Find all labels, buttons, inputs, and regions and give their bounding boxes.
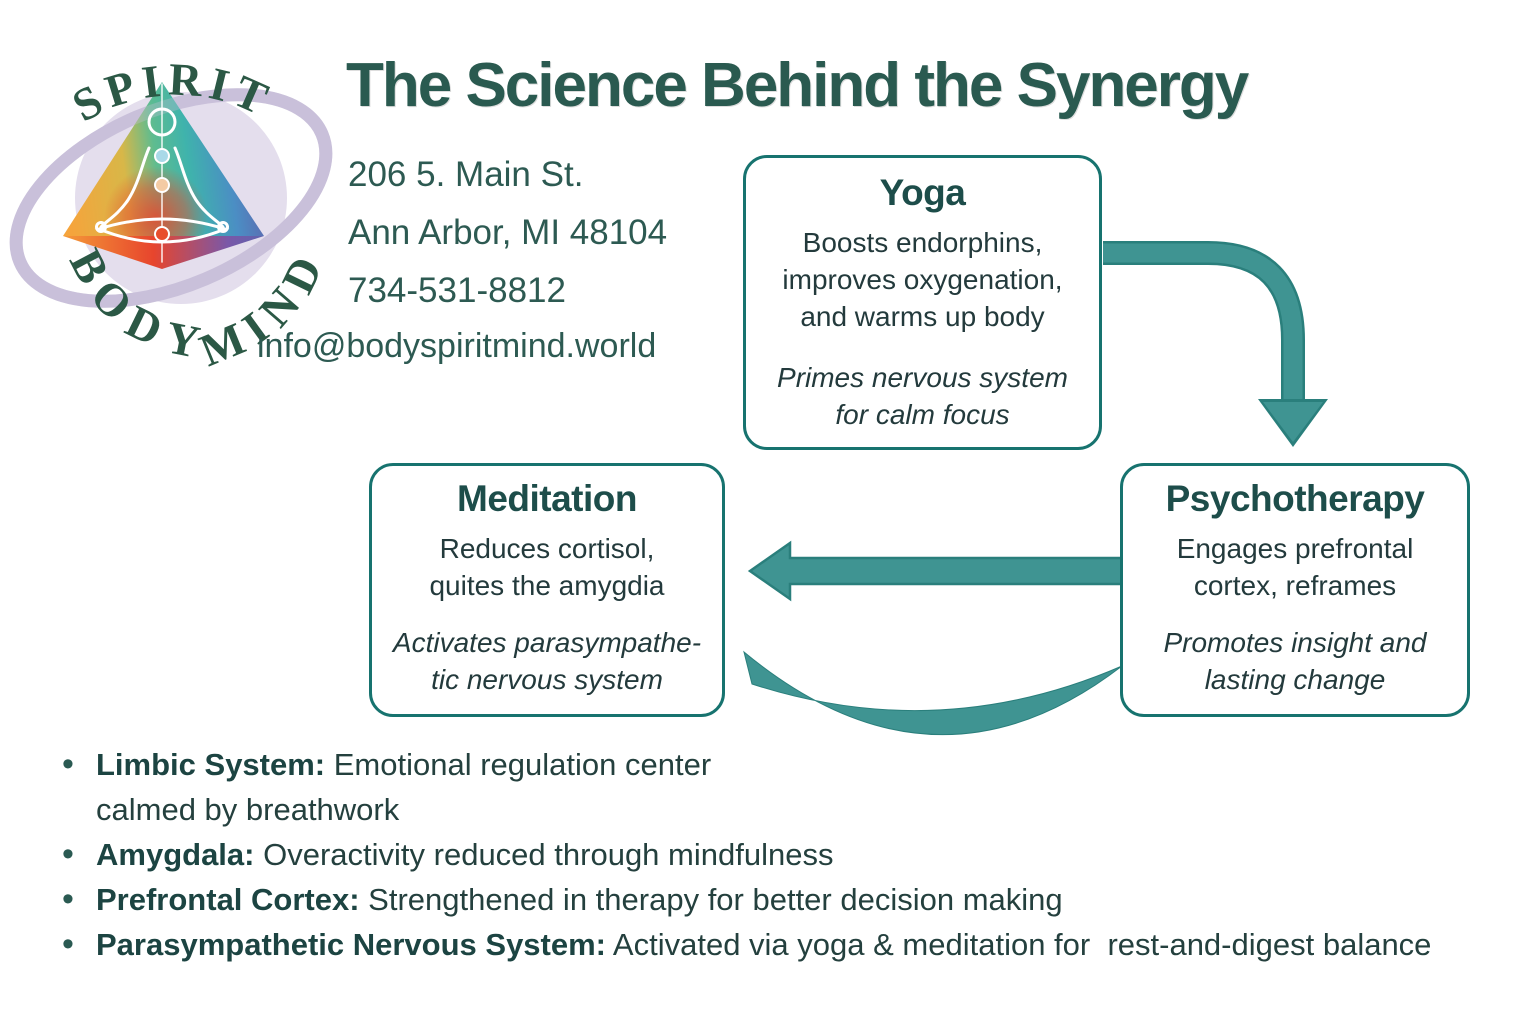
bullet-text: Overactivity reduced through mindfulness (263, 837, 834, 872)
bullet-text: Activated via yoga & meditation for rest… (612, 927, 1432, 962)
bullet-item-limbic: Limbic System: Emotional regulation cent… (58, 742, 1526, 832)
arc-meditation-psychotherapy-icon (743, 650, 1123, 736)
page-title: The Science Behind the Synergy (346, 51, 1249, 120)
contact-email: info@bodyspiritmind.world (257, 327, 657, 365)
meditating-figure-icon (94, 83, 230, 263)
node-yoga: Yoga Boosts endorphins, improves oxygena… (743, 155, 1102, 450)
node-psychotherapy-title: Psychotherapy (1165, 478, 1425, 519)
chakra-dot-heart (154, 148, 170, 164)
node-psychotherapy-note: Promotes insight and lasting change (1163, 627, 1427, 695)
bullet-text: Emotional regulation center calmed by br… (96, 747, 712, 827)
bullet-label: Prefrontal Cortex: (96, 882, 360, 917)
bullet-item-prefrontal: Prefrontal Cortex: Strengthened in thera… (58, 877, 1526, 922)
node-meditation-note: Activates parasympathe- tic nervous syst… (392, 627, 702, 695)
bullet-text: Strengthened in therapy for better decis… (368, 882, 1063, 917)
bullet-label: Parasympathetic Nervous System: (96, 927, 607, 962)
bullet-item-parasympathetic: Parasympathetic Nervous System: Activate… (58, 922, 1526, 967)
chakra-dot-solar (154, 177, 170, 193)
node-psychotherapy-body: Engages prefrontal cortex, reframes (1176, 533, 1414, 601)
bullet-label: Limbic System: (96, 747, 326, 782)
contact-phone: 734-531-8812 (348, 271, 566, 310)
arrow-yoga-to-psychotherapy-icon (1103, 241, 1328, 447)
brain-facts-list: Limbic System: Emotional regulation cent… (58, 742, 1526, 967)
bullet-label: Amygdala: (96, 837, 255, 872)
address-line-2: Ann Arbor, MI 48104 (348, 213, 668, 252)
contact-block: 206 5. Main St. Ann Arbor, MI 48104 734-… (348, 146, 667, 320)
arrow-psychotherapy-to-meditation-icon (747, 540, 1124, 602)
bullet-item-amygdala: Amygdala: Overactivity reduced through m… (58, 832, 1526, 877)
chakra-dot-root (154, 226, 170, 242)
node-meditation: Meditation Reduces cortisol, quites the … (369, 463, 725, 717)
node-yoga-title: Yoga (879, 172, 966, 213)
address-line-1: 206 5. Main St. (348, 155, 584, 194)
orbit-swoosh-front-icon (9, 88, 333, 308)
node-yoga-note: Primes nervous system for calm focus (777, 362, 1068, 430)
node-yoga-body: Boosts endorphins, improves oxygenation,… (782, 227, 1063, 332)
node-meditation-body: Reduces cortisol, quites the amygdia (429, 533, 665, 601)
orbit-swoosh-icon (9, 88, 333, 308)
node-psychotherapy: Psychotherapy Engages prefrontal cortex,… (1120, 463, 1470, 717)
node-meditation-title: Meditation (457, 478, 637, 519)
spirit-body-mind-logo: SPIRIT BODY MIND (9, 53, 333, 376)
